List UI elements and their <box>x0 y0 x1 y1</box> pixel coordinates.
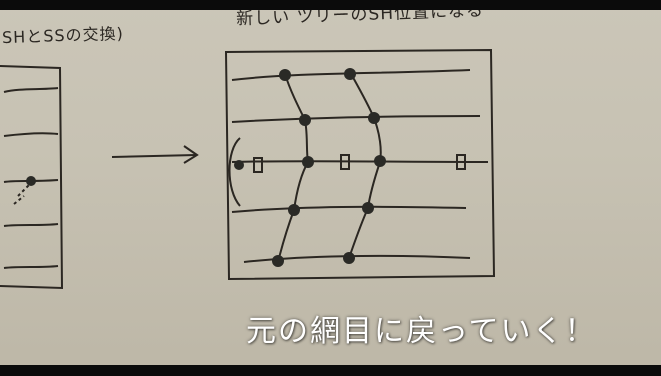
handwritten-note-left: SHとSSの交換) <box>1 23 125 48</box>
arrow-icon <box>111 145 199 164</box>
letterbox-top <box>0 0 661 10</box>
node-dots <box>234 68 386 267</box>
video-caption: 元の網目に戻っていく！ <box>246 314 597 349</box>
left-dot <box>26 176 36 186</box>
left-sketch-box <box>0 65 64 290</box>
main-sketch-box <box>224 48 496 281</box>
letterbox-bottom <box>0 365 661 376</box>
